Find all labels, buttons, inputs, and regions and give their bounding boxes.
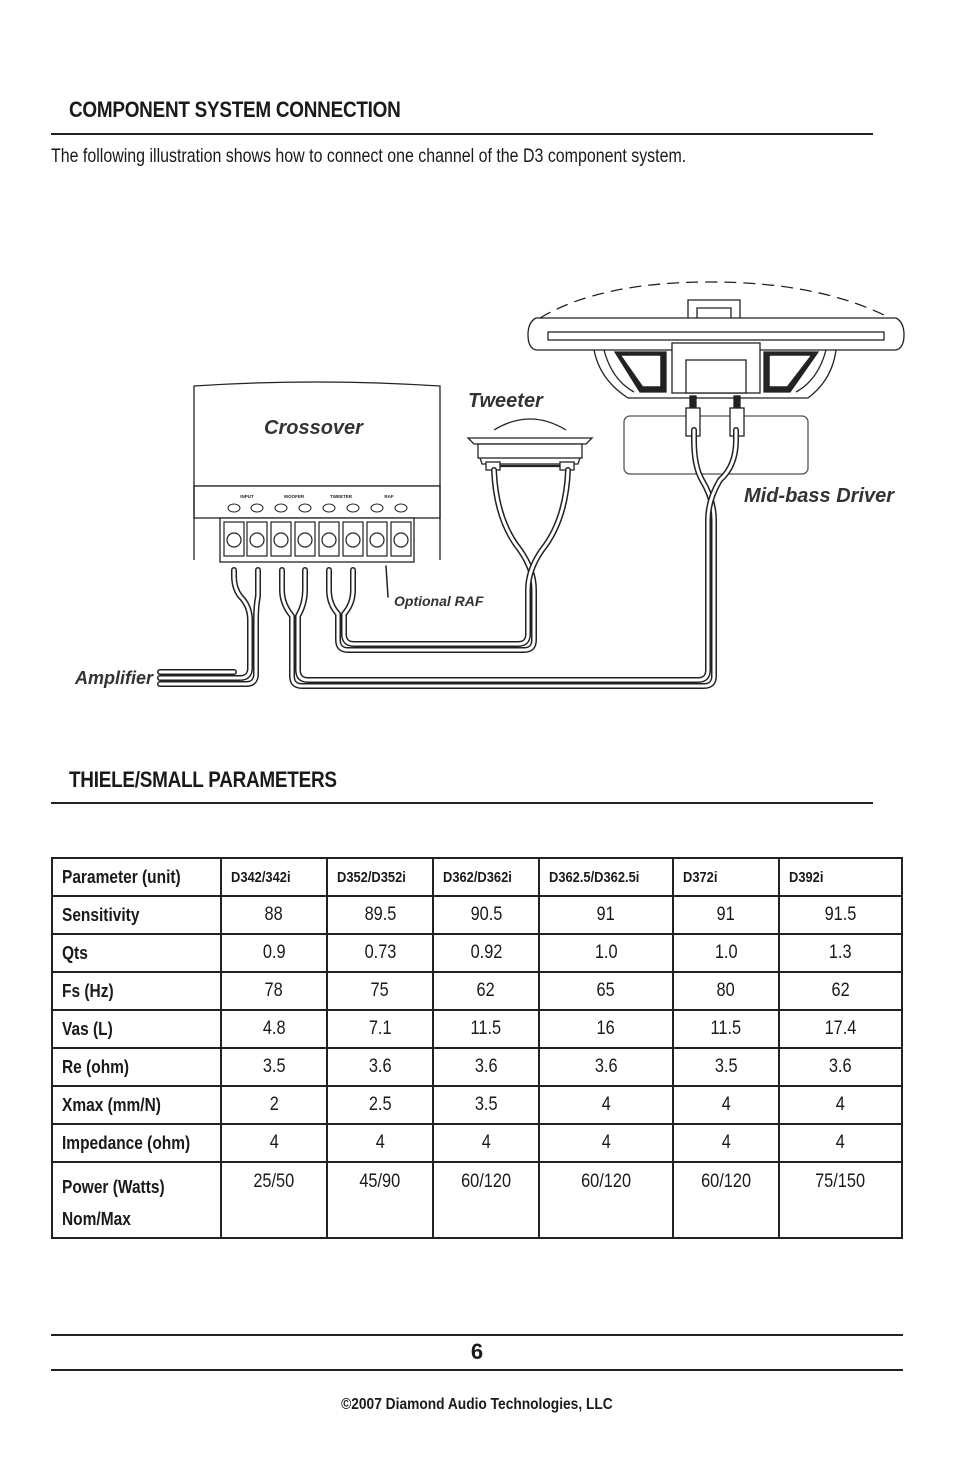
table-cell: 11.5 xyxy=(672,1009,781,1049)
connection-diagram: INPUT WOOFER TWEETER RAF xyxy=(74,281,905,689)
table-header-cell: D342/342i xyxy=(220,857,329,897)
table-cell: 11.5 xyxy=(432,1009,541,1049)
table-cell: 65 xyxy=(538,971,675,1011)
table-cell: 16 xyxy=(538,1009,675,1049)
table-cell: 75 xyxy=(326,971,435,1011)
midbass-driver-illustration xyxy=(527,281,905,475)
table-cell: 25/50 xyxy=(220,1161,329,1239)
table-cell: 3.5 xyxy=(672,1047,781,1087)
table-cell: 91 xyxy=(538,895,675,935)
section-title-thiele-small: THIELE/SMALL PARAMETERS xyxy=(69,767,337,792)
footer-rule-top xyxy=(51,1334,903,1336)
title-divider-2 xyxy=(51,802,873,804)
terminal-label-woofer: WOOFER xyxy=(284,494,305,499)
terminal-label-raf: RAF xyxy=(384,494,393,499)
table-cell: 3.5 xyxy=(432,1085,541,1125)
table-cell: 4 xyxy=(672,1123,781,1163)
table-cell: 3.6 xyxy=(778,1047,903,1087)
intro-text: The following illustration shows how to … xyxy=(51,146,687,167)
table-cell: 3.6 xyxy=(538,1047,675,1087)
table-cell: 4 xyxy=(778,1123,903,1163)
table-cell: 4 xyxy=(538,1123,675,1163)
terminal-screws xyxy=(223,521,412,557)
table-cell: 4.8 xyxy=(220,1009,329,1049)
table-cell-param: Sensitivity xyxy=(50,895,223,935)
table-row: Sensitivity 88 89.5 90.5 91 91 91.5 xyxy=(50,895,903,935)
table-cell: 3.5 xyxy=(220,1047,329,1087)
table-row: Fs (Hz) 78 75 62 65 80 62 xyxy=(50,971,903,1011)
table-cell: 88 xyxy=(220,895,329,935)
table-cell: 91.5 xyxy=(778,895,903,935)
table-cell: 3.6 xyxy=(432,1047,541,1087)
table-cell-param: Xmax (mm/N) xyxy=(50,1085,223,1125)
table-cell-param: Qts xyxy=(50,933,223,973)
table-header-cell: D372i xyxy=(672,857,781,897)
table-cell: 4 xyxy=(220,1123,329,1163)
midbass-label: Mid-bass Driver xyxy=(744,485,895,507)
amplifier-label: Amplifier xyxy=(74,668,154,688)
table-cell: 60/120 xyxy=(538,1161,675,1239)
optional-raf-label: Optional RAF xyxy=(394,593,484,609)
table-cell-param: Vas (L) xyxy=(50,1009,223,1049)
table-cell: 3.6 xyxy=(326,1047,435,1087)
table-cell: 4 xyxy=(432,1123,541,1163)
table-header-cell: D362.5/D362.5i xyxy=(538,857,675,897)
table-cell: 78 xyxy=(220,971,329,1011)
table-cell-param: Power (Watts)Nom/Max xyxy=(50,1161,223,1239)
polarity-markers xyxy=(227,503,408,513)
table-cell-param: Fs (Hz) xyxy=(50,971,223,1011)
tweeter-illustration xyxy=(466,418,594,471)
table-header-cell: D392i xyxy=(778,857,903,897)
table-cell: 17.4 xyxy=(778,1009,903,1049)
table-cell: 75/150 xyxy=(778,1161,903,1239)
table-cell: 0.73 xyxy=(326,933,435,973)
terminal-label-input: INPUT xyxy=(240,494,254,499)
table-cell: 4 xyxy=(778,1085,903,1125)
table-row: Xmax (mm/N) 2 2.5 3.5 4 4 4 xyxy=(50,1085,903,1125)
thiele-small-table: Parameter (unit) D342/342i D352/D352i D3… xyxy=(50,857,903,1239)
table-row: Qts 0.9 0.73 0.92 1.0 1.0 1.3 xyxy=(50,933,903,973)
table-cell: 2 xyxy=(220,1085,329,1125)
table-cell: 90.5 xyxy=(432,895,541,935)
table-cell: 62 xyxy=(432,971,541,1011)
table-cell: 91 xyxy=(672,895,781,935)
table-cell: 89.5 xyxy=(326,895,435,935)
table-row: Impedance (ohm) 4 4 4 4 4 4 xyxy=(50,1123,903,1163)
table-cell: 4 xyxy=(538,1085,675,1125)
table-cell: 2.5 xyxy=(326,1085,435,1125)
table-header-cell: Parameter (unit) xyxy=(50,857,223,897)
table-header-cell: D352/D352i xyxy=(326,857,435,897)
section-title-connection: COMPONENT SYSTEM CONNECTION xyxy=(69,97,401,122)
speaker-wires xyxy=(157,427,739,689)
crossover-label: Crossover xyxy=(264,417,364,439)
table-header-row: Parameter (unit) D342/342i D352/D352i D3… xyxy=(50,857,903,897)
table-cell: 60/120 xyxy=(432,1161,541,1239)
table-cell: 4 xyxy=(672,1085,781,1125)
terminal-label-tweeter: TWEETER xyxy=(330,494,353,499)
table-cell: 0.9 xyxy=(220,933,329,973)
table-cell: 60/120 xyxy=(672,1161,781,1239)
copyright-text: ©2007 Diamond Audio Technologies, LLC xyxy=(341,1396,613,1413)
footer-rule-bottom xyxy=(51,1369,903,1371)
tweeter-label: Tweeter xyxy=(468,390,544,412)
table-cell: 4 xyxy=(326,1123,435,1163)
page-number: 6 xyxy=(470,1339,484,1364)
table-cell-param: Re (ohm) xyxy=(50,1047,223,1087)
table-cell-param: Impedance (ohm) xyxy=(50,1123,223,1163)
table-cell: 1.0 xyxy=(538,933,675,973)
table-cell: 45/90 xyxy=(326,1161,435,1239)
table-cell: 7.1 xyxy=(326,1009,435,1049)
table-cell: 1.3 xyxy=(778,933,903,973)
table-row: Vas (L) 4.8 7.1 11.5 16 11.5 17.4 xyxy=(50,1009,903,1049)
table-header-cell: D362/D362i xyxy=(432,857,541,897)
table-cell: 62 xyxy=(778,971,903,1011)
table-cell: 0.92 xyxy=(432,933,541,973)
title-divider xyxy=(51,133,873,135)
table-cell: 80 xyxy=(672,971,781,1011)
table-row: Re (ohm) 3.5 3.6 3.6 3.6 3.5 3.6 xyxy=(50,1047,903,1087)
table-cell: 1.0 xyxy=(672,933,781,973)
table-row: Power (Watts)Nom/Max 25/50 45/90 60/120 … xyxy=(50,1161,903,1239)
